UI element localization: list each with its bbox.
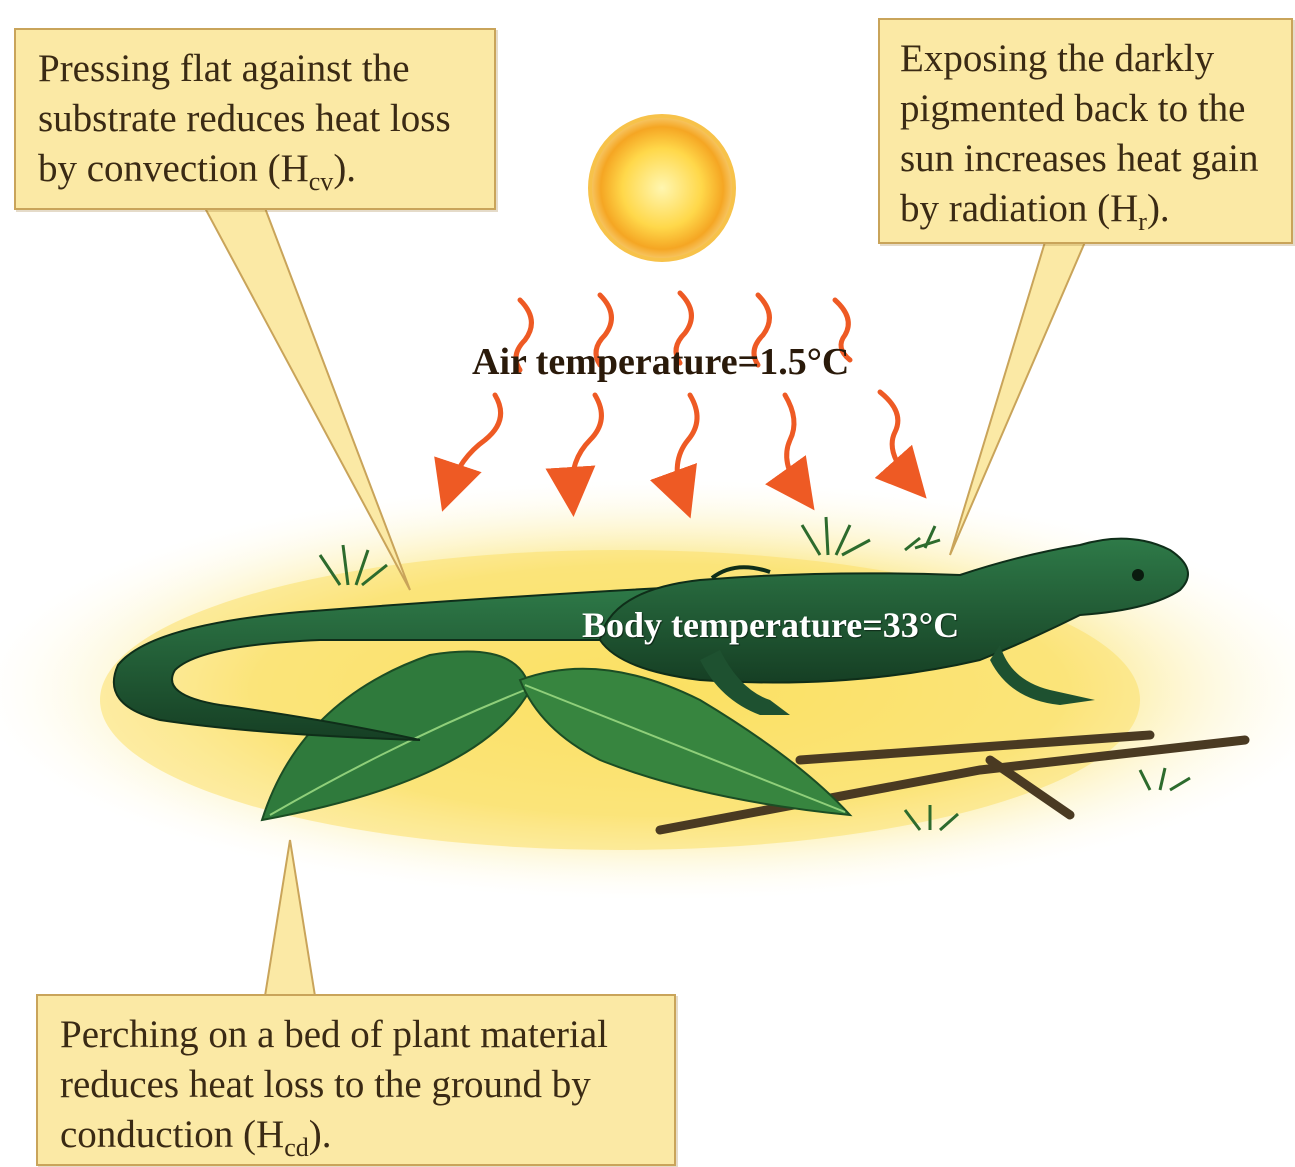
callout-text: by radiation (H — [900, 187, 1138, 230]
callout-text-line: Perching on a bed of plant material — [60, 1010, 656, 1060]
callout-text-line: reduces heat loss to the ground by — [60, 1060, 656, 1110]
callout-text-line: pigmented back to the — [900, 84, 1273, 134]
callout-text: ). — [1147, 187, 1170, 230]
callout-radiation: Exposing the darkly pigmented back to th… — [878, 18, 1293, 244]
body-temperature-label: Body temperature=33°C — [582, 604, 959, 646]
symbol-subscript: r — [1138, 207, 1147, 236]
callout-text-line: conduction (Hcd). — [60, 1110, 656, 1160]
callout-conduction: Perching on a bed of plant material redu… — [36, 994, 676, 1166]
air-temperature-label: Air temperature=1.5°C — [472, 340, 849, 384]
lizard-eye — [1132, 569, 1144, 581]
callout-convection: Pressing flat against the substrate redu… — [14, 28, 496, 210]
callout-text: ). — [333, 147, 356, 190]
callout-text-line: by convection (Hcv). — [38, 144, 476, 194]
callout-text: conduction (H — [60, 1113, 284, 1156]
callout-text: by convection (H — [38, 147, 309, 190]
callout-text: ). — [309, 1113, 332, 1156]
callout-text-line: Pressing flat against the — [38, 44, 476, 94]
symbol-subscript: cv — [309, 167, 334, 196]
callout-text-line: substrate reduces heat loss — [38, 94, 476, 144]
callout-text-line: Exposing the darkly — [900, 34, 1273, 84]
sun-icon — [590, 116, 734, 260]
symbol-subscript: cd — [284, 1133, 309, 1162]
heat-arrow — [450, 392, 910, 495]
callout-text-line: sun increases heat gain — [900, 134, 1273, 184]
callout-text-line: by radiation (Hr). — [900, 184, 1273, 234]
